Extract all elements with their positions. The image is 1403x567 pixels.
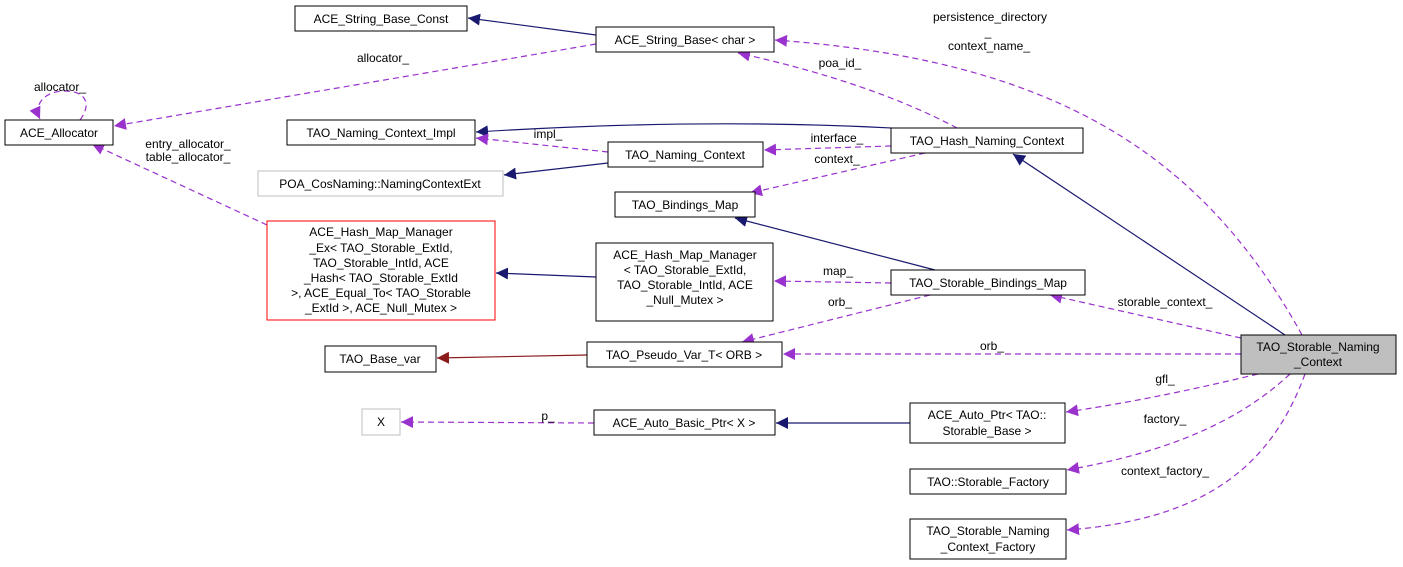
edge-label: context_ [814,152,860,166]
node-tao-hash-naming-context[interactable]: TAO_Hash_Naming_Context [890,127,1084,154]
edge-label: interface_ [811,131,864,145]
edge-label: poa_id_ [819,56,862,70]
edge-label: p_ [541,409,555,423]
edge-orb-bindings [741,294,931,345]
node-x[interactable]: X [361,408,401,436]
svg-text:TAO_Storable_IntId, ACE: TAO_Storable_IntId, ACE [617,278,753,292]
svg-text:_Context_Factory: _Context_Factory [940,540,1036,554]
node-tao-storable-factory[interactable]: TAO::Storable_Factory [909,468,1067,495]
node-ace-auto-ptr-storable-base[interactable]: ACE_Auto_Ptr< TAO:: Storable_Base > [909,402,1066,444]
node-ace-string-base-char[interactable]: ACE_String_Base< char > [595,26,775,53]
svg-text:< TAO_Storable_ExtId,: < TAO_Storable_ExtId, [624,263,747,277]
node-ace-auto-basic-ptr-x[interactable]: ACE_Auto_Basic_Ptr< X > [593,409,776,436]
edge-label: context_name_ [948,39,1030,53]
svg-text:POA_CosNaming::NamingContextEx: POA_CosNaming::NamingContextExt [279,177,481,191]
edge-poa-id [737,49,958,129]
edge-label: storable_context_ [1118,295,1213,309]
svg-text:_Hash< TAO_Storable_ExtId: _Hash< TAO_Storable_ExtId [303,271,458,285]
edge-factory [1066,373,1291,474]
edge-label: allocator_ [357,51,409,65]
edge-storable-context [1049,291,1242,339]
svg-text:TAO::Storable_Factory: TAO::Storable_Factory [927,475,1049,489]
edge-label: allocator_ [34,80,86,94]
svg-text:TAO_Storable_IntId, ACE: TAO_Storable_IntId, ACE [313,256,449,270]
svg-text:_Null_Mutex >: _Null_Mutex > [645,293,723,307]
svg-text:>, ACE_Equal_To< TAO_Storable: >, ACE_Equal_To< TAO_Storable [291,286,471,300]
node-ace-hash-map-manager[interactable]: ACE_Hash_Map_Manager < TAO_Storable_ExtI… [595,242,774,322]
svg-text:_ExtId >, ACE_Null_Mutex >: _ExtId >, ACE_Null_Mutex > [304,301,457,315]
edges [29,13,1306,536]
edge-gfl [1065,373,1259,417]
edge-label: impl_ [534,127,563,141]
edge-label: context_factory_ [1121,464,1209,478]
svg-text:ACE_Auto_Basic_Ptr< X >: ACE_Auto_Basic_Ptr< X > [613,416,756,430]
svg-text:ACE_String_Base_Const: ACE_String_Base_Const [314,12,449,26]
node-tao-naming-context[interactable]: TAO_Naming_Context [607,141,764,168]
edge-labels: allocator_ allocator_ entry_allocator_ t… [34,10,1213,478]
edge-label: factory_ [1144,412,1187,426]
svg-text:TAO_Storable_Naming: TAO_Storable_Naming [926,524,1049,538]
edge-p [400,416,595,429]
edge-string-base-inherits-const [467,13,597,36]
edge-label: table_allocator_ [146,150,231,164]
edge-storable-bindings-inherits-bindings [734,215,936,271]
svg-text:TAO_Storable_Bindings_Map: TAO_Storable_Bindings_Map [909,276,1067,290]
edge-label: _ [984,25,992,39]
edge-map [773,275,892,288]
node-tao-storable-naming-context-factory[interactable]: TAO_Storable_Naming _Context_Factory [909,518,1067,560]
svg-text:TAO_Storable_Naming: TAO_Storable_Naming [1256,340,1379,354]
edge-persistence-directory [774,34,1303,336]
edge-allocator-self [29,90,87,121]
svg-text:TAO_Naming_Context: TAO_Naming_Context [625,148,745,162]
node-poa-cosnaming-naming-context-ext[interactable]: POA_CosNaming::NamingContextExt [257,170,504,197]
svg-text:ACE_Auto_Ptr< TAO::: ACE_Auto_Ptr< TAO:: [928,408,1047,422]
edge-manager-inherits-ex [495,267,597,280]
svg-text:Storable_Base >: Storable_Base > [942,424,1031,438]
edge-label: persistence_directory [933,10,1047,24]
nodes: ACE_String_Base_Const ACE_String_Base< c… [4,5,1397,560]
node-ace-string-base-const[interactable]: ACE_String_Base_Const [294,5,468,32]
edge-naming-context-inherits-poa [503,162,609,180]
svg-text:TAO_Bindings_Map: TAO_Bindings_Map [632,198,739,212]
node-tao-storable-naming-context[interactable]: TAO_Storable_Naming _Context [1240,334,1397,375]
svg-text:ACE_String_Base< char >: ACE_String_Base< char > [615,33,756,47]
svg-text:TAO_Hash_Naming_Context: TAO_Hash_Naming_Context [910,134,1065,148]
svg-text:X: X [377,415,385,429]
edge-label: orb_ [828,295,852,309]
svg-text:ACE_Hash_Map_Manager: ACE_Hash_Map_Manager [613,248,756,262]
node-tao-bindings-map[interactable]: TAO_Bindings_Map [614,191,756,218]
edge-storable-inherits-hash [1012,153,1286,336]
edge-context-factory [1066,373,1306,536]
edge-hash-naming-inherits-impl [475,123,892,138]
node-tao-naming-context-impl[interactable]: TAO_Naming_Context_Impl [286,119,476,146]
edge-allocator [113,43,597,130]
edge-label: orb_ [980,339,1004,353]
svg-text:TAO_Naming_Context_Impl: TAO_Naming_Context_Impl [306,126,455,140]
edge-interface [763,143,892,156]
node-ace-hash-map-manager-ex[interactable]: ACE_Hash_Map_Manager _Ex< TAO_Storable_E… [266,220,496,321]
node-tao-storable-bindings-map[interactable]: TAO_Storable_Bindings_Map [890,269,1086,296]
node-tao-pseudo-var-t-orb[interactable]: TAO_Pseudo_Var_T< ORB > [586,341,783,368]
svg-text:ACE_Hash_Map_Manager: ACE_Hash_Map_Manager [309,225,452,239]
edge-pseudo-var-inherits-base-var [436,351,588,364]
svg-text:TAO_Base_var: TAO_Base_var [339,352,420,366]
node-tao-base-var[interactable]: TAO_Base_var [324,345,437,373]
svg-text:TAO_Pseudo_Var_T< ORB >: TAO_Pseudo_Var_T< ORB > [606,348,762,362]
edge-label: entry_allocator_ [145,137,231,151]
node-ace-allocator[interactable]: ACE_Allocator [4,119,114,146]
edge-entry-table-allocator [91,143,268,226]
svg-text:ACE_Allocator: ACE_Allocator [20,126,98,140]
edge-label: map_ [823,264,853,278]
svg-text:_Ex< TAO_Storable_ExtId,: _Ex< TAO_Storable_ExtId, [308,241,452,255]
svg-text:_Context: _Context [1293,355,1343,369]
edge-impl [475,133,609,153]
edge-label: gfl_ [1155,372,1175,386]
